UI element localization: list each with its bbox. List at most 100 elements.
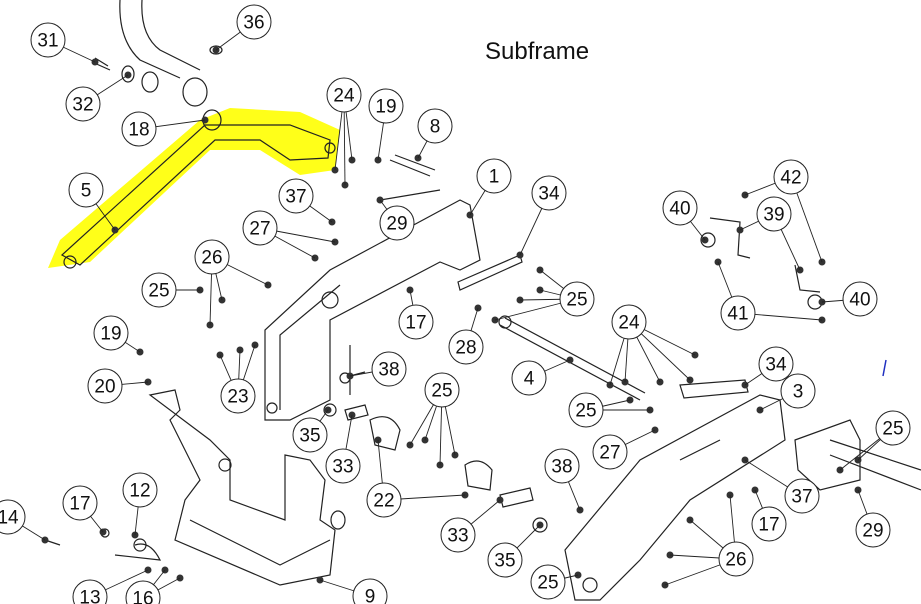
callout-number: 26 [201, 248, 222, 269]
callout-circle [784, 478, 820, 514]
callout-circle [398, 304, 434, 340]
callout-circle [0, 499, 26, 535]
callout-circle [62, 485, 98, 521]
callout-number: 24 [618, 313, 640, 334]
callout-number: 5 [81, 181, 92, 202]
callout-number: 19 [100, 324, 121, 345]
callout-circle [531, 175, 567, 211]
callout-number: 27 [599, 443, 620, 464]
callout-circle [568, 392, 604, 428]
fastener [124, 71, 132, 79]
callout-number: 23 [227, 387, 248, 408]
diagram-title: Subframe [485, 38, 590, 65]
callout-circle [87, 368, 123, 404]
callout-circle [371, 351, 407, 387]
callout-circle [236, 4, 272, 40]
callout-circle [379, 205, 415, 241]
callout-part-27: 27 [242, 210, 278, 246]
callout-part-5: 5 [68, 172, 104, 208]
callout-part-41: 41 [720, 295, 756, 331]
callout-part-38: 38 [544, 448, 580, 484]
callout-circle [511, 360, 547, 396]
callout-part-13: 13 [72, 579, 108, 604]
callout-part-31: 31 [30, 22, 66, 58]
callout-number: 38 [551, 457, 572, 478]
callout-circle [559, 281, 595, 317]
callout-part-29: 29 [855, 512, 891, 548]
callout-circle [758, 346, 794, 382]
callout-circle [773, 159, 809, 195]
callout-number: 25 [148, 281, 169, 302]
callout-circle [68, 172, 104, 208]
callout-part-17: 17 [62, 485, 98, 521]
callout-circle [530, 564, 566, 600]
callout-part-9: 9 [352, 578, 388, 604]
callout-number: 28 [455, 338, 476, 359]
callout-number: 24 [333, 86, 355, 107]
part-5-arm [60, 124, 336, 269]
callout-part-25: 25 [424, 372, 460, 408]
callout-circle [65, 86, 101, 122]
callout-part-27: 27 [592, 434, 628, 470]
callout-part-36: 36 [236, 4, 272, 40]
callout-part-14: 14 [0, 499, 26, 535]
callout-number: 41 [727, 304, 748, 325]
callout-part-16: 16 [125, 580, 161, 604]
callout-number: 35 [299, 426, 320, 447]
callout-circle [125, 580, 161, 604]
callout-part-34: 34 [531, 175, 567, 211]
pipe-assembly [91, 0, 223, 131]
callout-number: 38 [378, 360, 399, 381]
callout-part-24: 24 [611, 304, 647, 340]
callout-part-26: 26 [194, 239, 230, 275]
callout-part-22: 22 [366, 482, 402, 518]
callout-part-12: 12 [122, 472, 158, 508]
part-9-carrier [148, 389, 346, 586]
callout-part-40: 40 [842, 281, 878, 317]
callout-circle [718, 541, 754, 577]
callout-number: 36 [243, 13, 264, 34]
callout-circle [662, 190, 698, 226]
part-1-frame [264, 154, 523, 421]
callout-part-35: 35 [292, 417, 328, 453]
callout-part-34: 34 [758, 346, 794, 382]
callout-part-40: 40 [662, 190, 698, 226]
callout-part-23: 23 [220, 378, 256, 414]
callout-circle [368, 88, 404, 124]
callout-circle [544, 448, 580, 484]
callout-part-33: 33 [440, 517, 476, 553]
callout-circle [875, 410, 911, 446]
callout-circle [352, 578, 388, 604]
part-3-frame [564, 379, 786, 601]
callout-part-35: 35 [487, 542, 523, 578]
callout-part-1: 1 [476, 158, 512, 194]
callout-number: 16 [132, 589, 153, 604]
callout-number: 35 [494, 551, 515, 572]
callout-number: 14 [0, 508, 19, 529]
callout-number: 25 [575, 401, 596, 422]
callout-circle [242, 210, 278, 246]
callout-circle [93, 315, 129, 351]
callout-number: 3 [793, 382, 804, 403]
callout-circle [842, 281, 878, 317]
callout-part-4: 4 [511, 360, 547, 396]
callout-circle [141, 272, 177, 308]
callout-number: 40 [669, 199, 690, 220]
callout-number: 1 [489, 167, 500, 188]
callout-circle [611, 304, 647, 340]
callout-circle [220, 378, 256, 414]
callout-circle [751, 506, 787, 542]
callout-circle [194, 239, 230, 275]
callout-number: 17 [758, 515, 779, 536]
callout-number: 20 [94, 377, 115, 398]
callout-circle [424, 372, 460, 408]
callout-number: 19 [375, 97, 396, 118]
callout-number: 37 [791, 487, 812, 508]
callout-part-24: 24 [326, 77, 362, 113]
callout-number: 25 [566, 290, 587, 311]
callout-number: 9 [365, 587, 376, 604]
callout-number: 17 [405, 313, 426, 334]
callout-number: 29 [862, 521, 883, 542]
callout-part-8: 8 [417, 108, 453, 144]
callout-circle [476, 158, 512, 194]
